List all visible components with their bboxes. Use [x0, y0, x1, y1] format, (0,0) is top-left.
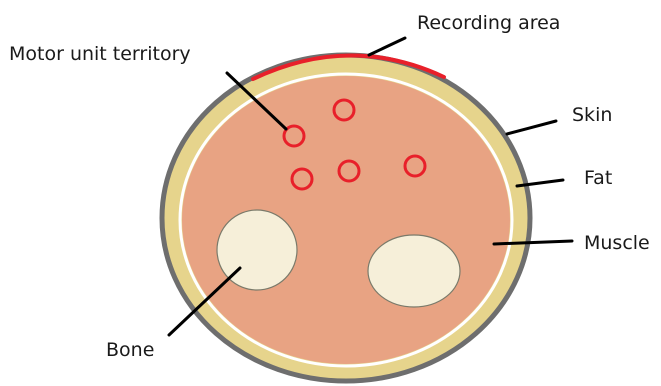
motor-unit-territory-label: Motor unit territory — [9, 43, 191, 65]
limb-cross-section — [162, 55, 530, 381]
fat-label: Fat — [584, 167, 612, 189]
recording-area-leader — [369, 38, 405, 55]
muscle-label: Muscle — [584, 232, 650, 254]
bone-label: Bone — [106, 339, 154, 361]
bone-right — [368, 235, 460, 307]
skin-leader — [507, 121, 556, 134]
skin-label: Skin — [572, 104, 612, 126]
recording-area-label: Recording area — [417, 12, 560, 34]
